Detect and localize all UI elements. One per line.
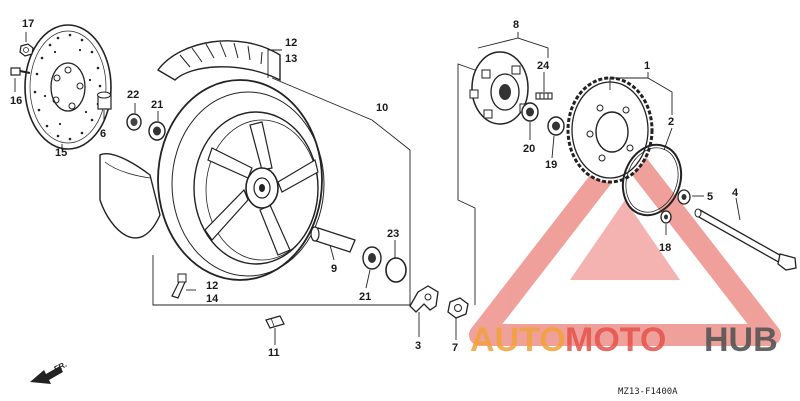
flange-bearing: [521, 102, 539, 122]
watermark-auto: AUTO: [470, 321, 566, 359]
rear-wheel: [157, 79, 325, 281]
callout-2: 2: [668, 116, 674, 128]
callout-20: 20: [523, 143, 535, 155]
callout-5: 5: [707, 191, 713, 203]
driven-sprocket: [566, 76, 654, 184]
callout-9: 9: [331, 263, 337, 275]
flange-seal: [547, 116, 565, 136]
callout-10: 10: [376, 102, 388, 114]
distance-collar: [310, 226, 356, 253]
callout-21-left: 21: [151, 99, 163, 111]
callout-6: 6: [100, 128, 106, 140]
brake-disc: [24, 24, 112, 150]
axle-collar: [677, 189, 691, 205]
callout-11: 11: [268, 347, 280, 359]
front-direction-arrow: FR.: [30, 360, 68, 384]
valve-cap: [265, 315, 285, 329]
tire-valve: [171, 273, 187, 299]
callout-22: 22: [127, 89, 139, 101]
o-ring: [385, 257, 407, 283]
fr-label: FR.: [53, 360, 69, 374]
watermark-logo: [469, 137, 781, 346]
callouts: 17 16 15 22 21 6 12 13 10 23 9 21 12 14 …: [10, 18, 739, 359]
callout-19: 19: [545, 159, 557, 171]
callout-17: 17: [22, 18, 34, 30]
bearing-right: [362, 246, 382, 270]
callout-12-valve: 12: [206, 280, 218, 292]
oil-seal: [126, 113, 142, 131]
bearing-left: [148, 121, 166, 141]
callout-3: 3: [415, 340, 421, 352]
tire: [99, 40, 281, 239]
callout-18: 18: [659, 242, 671, 254]
callout-24: 24: [537, 60, 550, 72]
mount-clamp: [409, 285, 439, 313]
axle-nut: [447, 297, 469, 319]
callout-15: 15: [55, 147, 67, 159]
callout-4: 4: [732, 187, 739, 199]
callout-23: 23: [387, 228, 399, 240]
callout-16: 16: [10, 95, 22, 107]
sprocket-ring: [621, 143, 683, 217]
stud: [535, 92, 553, 100]
callout-12-tire: 12: [285, 37, 297, 49]
callout-21-right: 21: [359, 291, 371, 303]
leader-lines: [14, 32, 741, 345]
collar: [97, 91, 112, 110]
washer: [660, 210, 672, 224]
callout-1: 1: [644, 60, 650, 72]
disc-bolt: [19, 43, 34, 57]
callout-13: 13: [285, 53, 297, 65]
callout-14: 14: [206, 293, 219, 305]
disc-screw: [10, 67, 31, 76]
diagram-code: MZ13-F1400A: [618, 387, 678, 397]
watermark-moto: MOTO: [565, 321, 666, 359]
watermark-text: AUTO MOTO HUB: [470, 321, 778, 359]
callout-8: 8: [513, 19, 519, 31]
callout-7: 7: [452, 342, 458, 354]
rear-axle: [694, 208, 797, 271]
watermark-hub: HUB: [704, 321, 778, 359]
driven-flange: [469, 51, 529, 125]
